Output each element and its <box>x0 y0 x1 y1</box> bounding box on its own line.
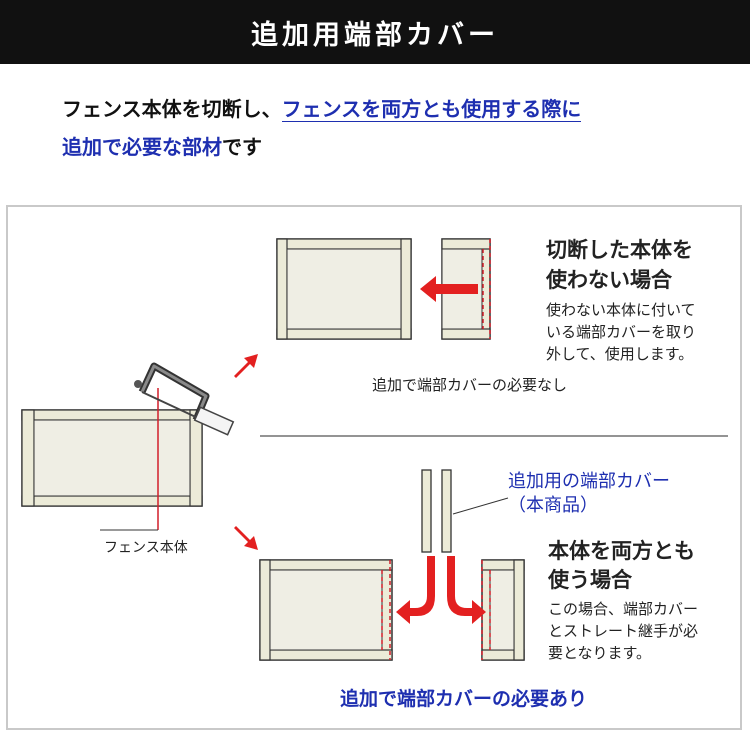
intro-text: フェンス本体を切断し、フェンスを両方とも使用する際に 追加で必要な部材です <box>62 90 722 166</box>
bottom-desc-line2: とストレート継手が必 <box>548 622 699 640</box>
intro-part4: です <box>222 135 262 159</box>
top-desc-line1: 使わない本体に付いて <box>546 301 696 319</box>
top-result-label: 追加で端部カバーの必要なし <box>372 376 568 394</box>
header-title: 追加用端部カバー <box>251 19 499 51</box>
fence-body-label: フェンス本体 <box>104 540 188 556</box>
bottom-heading-line1: 本体を両方とも <box>548 539 695 563</box>
top-heading-line2: 使わない場合 <box>546 268 672 292</box>
bottom-desc-line1: この場合、端部カバー <box>548 600 699 618</box>
intro-part3: 追加で必要な部材 <box>62 135 222 159</box>
bottom-heading-line2: 使う場合 <box>548 568 632 592</box>
intro-part2: フェンスを両方とも使用する際に <box>281 97 582 122</box>
bottom-result-label: 追加で端部カバーの必要あり <box>340 688 588 710</box>
product-label-line1: 追加用の端部カバー <box>508 471 670 492</box>
product-label-line2: （本商品） <box>508 495 598 516</box>
intro-part1: フェンス本体を切断し、 <box>62 97 282 121</box>
bottom-desc-line3: 要となります。 <box>548 644 652 662</box>
top-heading-line1: 切断した本体を <box>546 238 693 262</box>
top-desc-line2: いる端部カバーを取り <box>546 323 697 341</box>
top-desc-line3: 外して、使用します。 <box>546 345 694 363</box>
header-bar: 追加用端部カバー <box>0 0 750 64</box>
